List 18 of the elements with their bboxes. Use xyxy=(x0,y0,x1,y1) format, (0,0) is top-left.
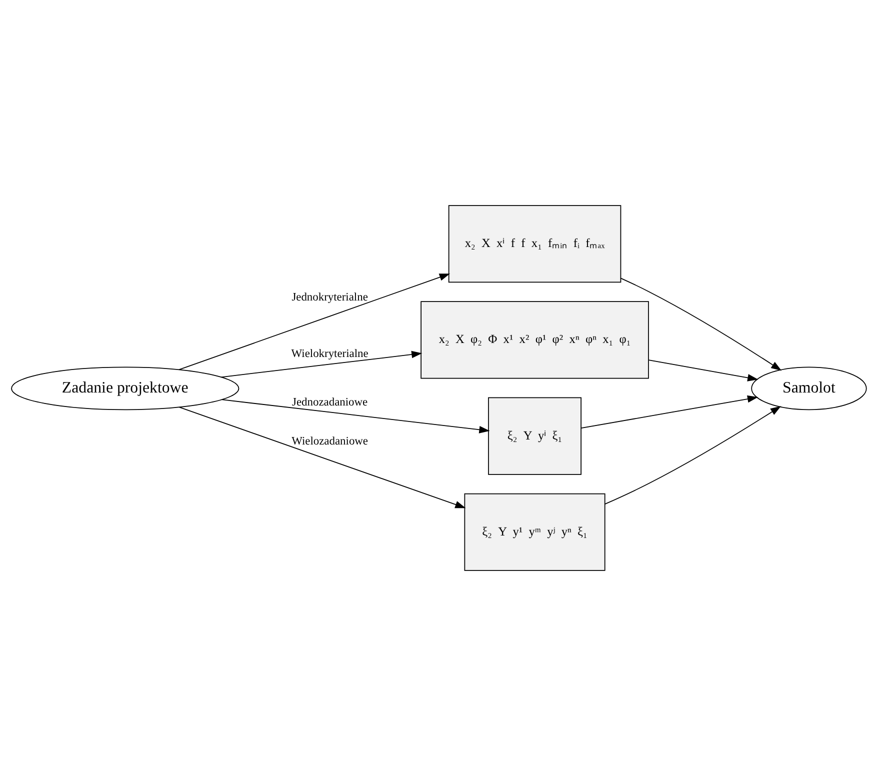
arrow xyxy=(620,278,782,371)
arrow xyxy=(220,350,422,378)
node-box: x₂ X xⁱ f f x₁ fₘᵢₙ fᵢ fₘₐₓ xyxy=(448,205,622,283)
node-box: x₂ X φ₂ Φ x¹ x² φ¹ φ² xⁿ φⁿ x₁ φ₁ xyxy=(420,301,649,379)
arrow xyxy=(604,406,782,504)
node-box: ξ₂ Y y¹ yᵐ yʲ yⁿ ξ₁ xyxy=(464,493,606,571)
edge-label: Wielokryterialne xyxy=(291,348,368,360)
arrow xyxy=(648,360,758,382)
node-box: ξ₂ Y yⁱ ξ₁ xyxy=(488,397,582,475)
arrow xyxy=(580,395,758,429)
edge-label: Wielozadaniowe xyxy=(292,435,368,448)
edge-label: Jednokryterialne xyxy=(292,292,368,304)
node-ellipse: Zadanie projektowe xyxy=(11,366,240,410)
arrow xyxy=(221,399,490,434)
arrow xyxy=(178,406,466,508)
edge-label: Jednozadaniowe xyxy=(292,396,368,409)
node-ellipse: Samolot xyxy=(751,366,867,410)
arrow xyxy=(178,274,450,370)
